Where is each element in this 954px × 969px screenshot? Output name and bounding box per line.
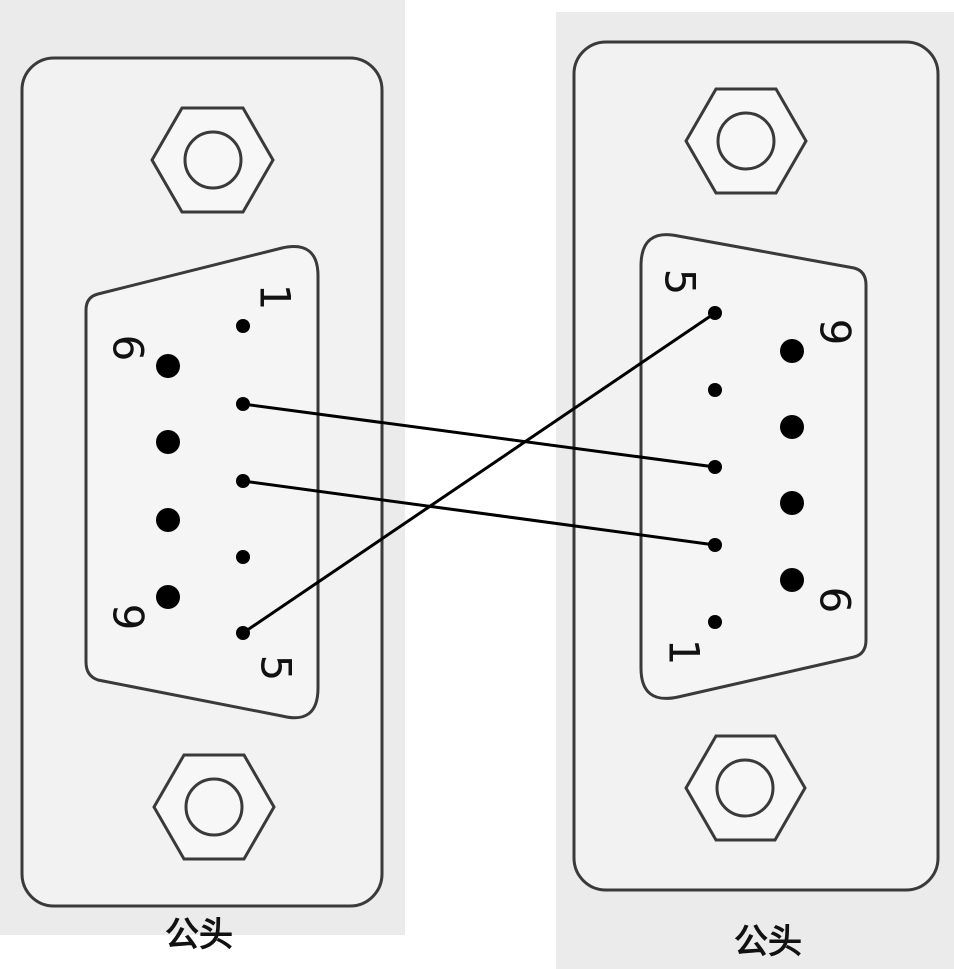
pin	[780, 339, 804, 363]
wire	[242, 402, 716, 469]
hex-nut-icon	[150, 106, 275, 214]
left-connector: 1 6 9 5	[20, 56, 384, 908]
pin	[156, 430, 180, 454]
pin	[780, 415, 804, 439]
pin-label-lower-side: 6	[811, 587, 860, 614]
left-d-sub-shell	[84, 245, 320, 720]
pin-label-top: 5	[656, 269, 705, 296]
wires	[242, 311, 716, 635]
pin	[156, 585, 180, 609]
pin	[780, 491, 804, 515]
pin	[156, 354, 180, 378]
left-pins	[156, 319, 250, 640]
pin	[708, 383, 722, 397]
right-pins	[708, 306, 804, 629]
pin-label-upper-side: 9	[811, 319, 860, 346]
wire	[242, 479, 716, 547]
pin	[236, 319, 250, 333]
pin-label-lower-side: 9	[104, 604, 153, 631]
right-connector-caption: 公头	[734, 922, 802, 962]
hex-nut-icon	[684, 87, 808, 195]
right-d-sub-shell	[639, 233, 868, 700]
wire	[242, 311, 716, 635]
pin	[708, 615, 722, 629]
hex-nut-icon	[152, 753, 276, 861]
pin-label-upper-side: 6	[104, 335, 153, 362]
pin-label-bottom: 5	[252, 655, 301, 682]
pin-label-top: 1	[251, 284, 300, 311]
hex-nut-icon	[684, 734, 807, 842]
pin	[780, 568, 804, 592]
right-connector: 5 9 6 1	[572, 40, 940, 892]
pin-label-bottom: 1	[660, 639, 709, 666]
pin	[236, 550, 250, 564]
left-connector-caption: 公头	[165, 915, 233, 955]
pin	[156, 508, 180, 532]
